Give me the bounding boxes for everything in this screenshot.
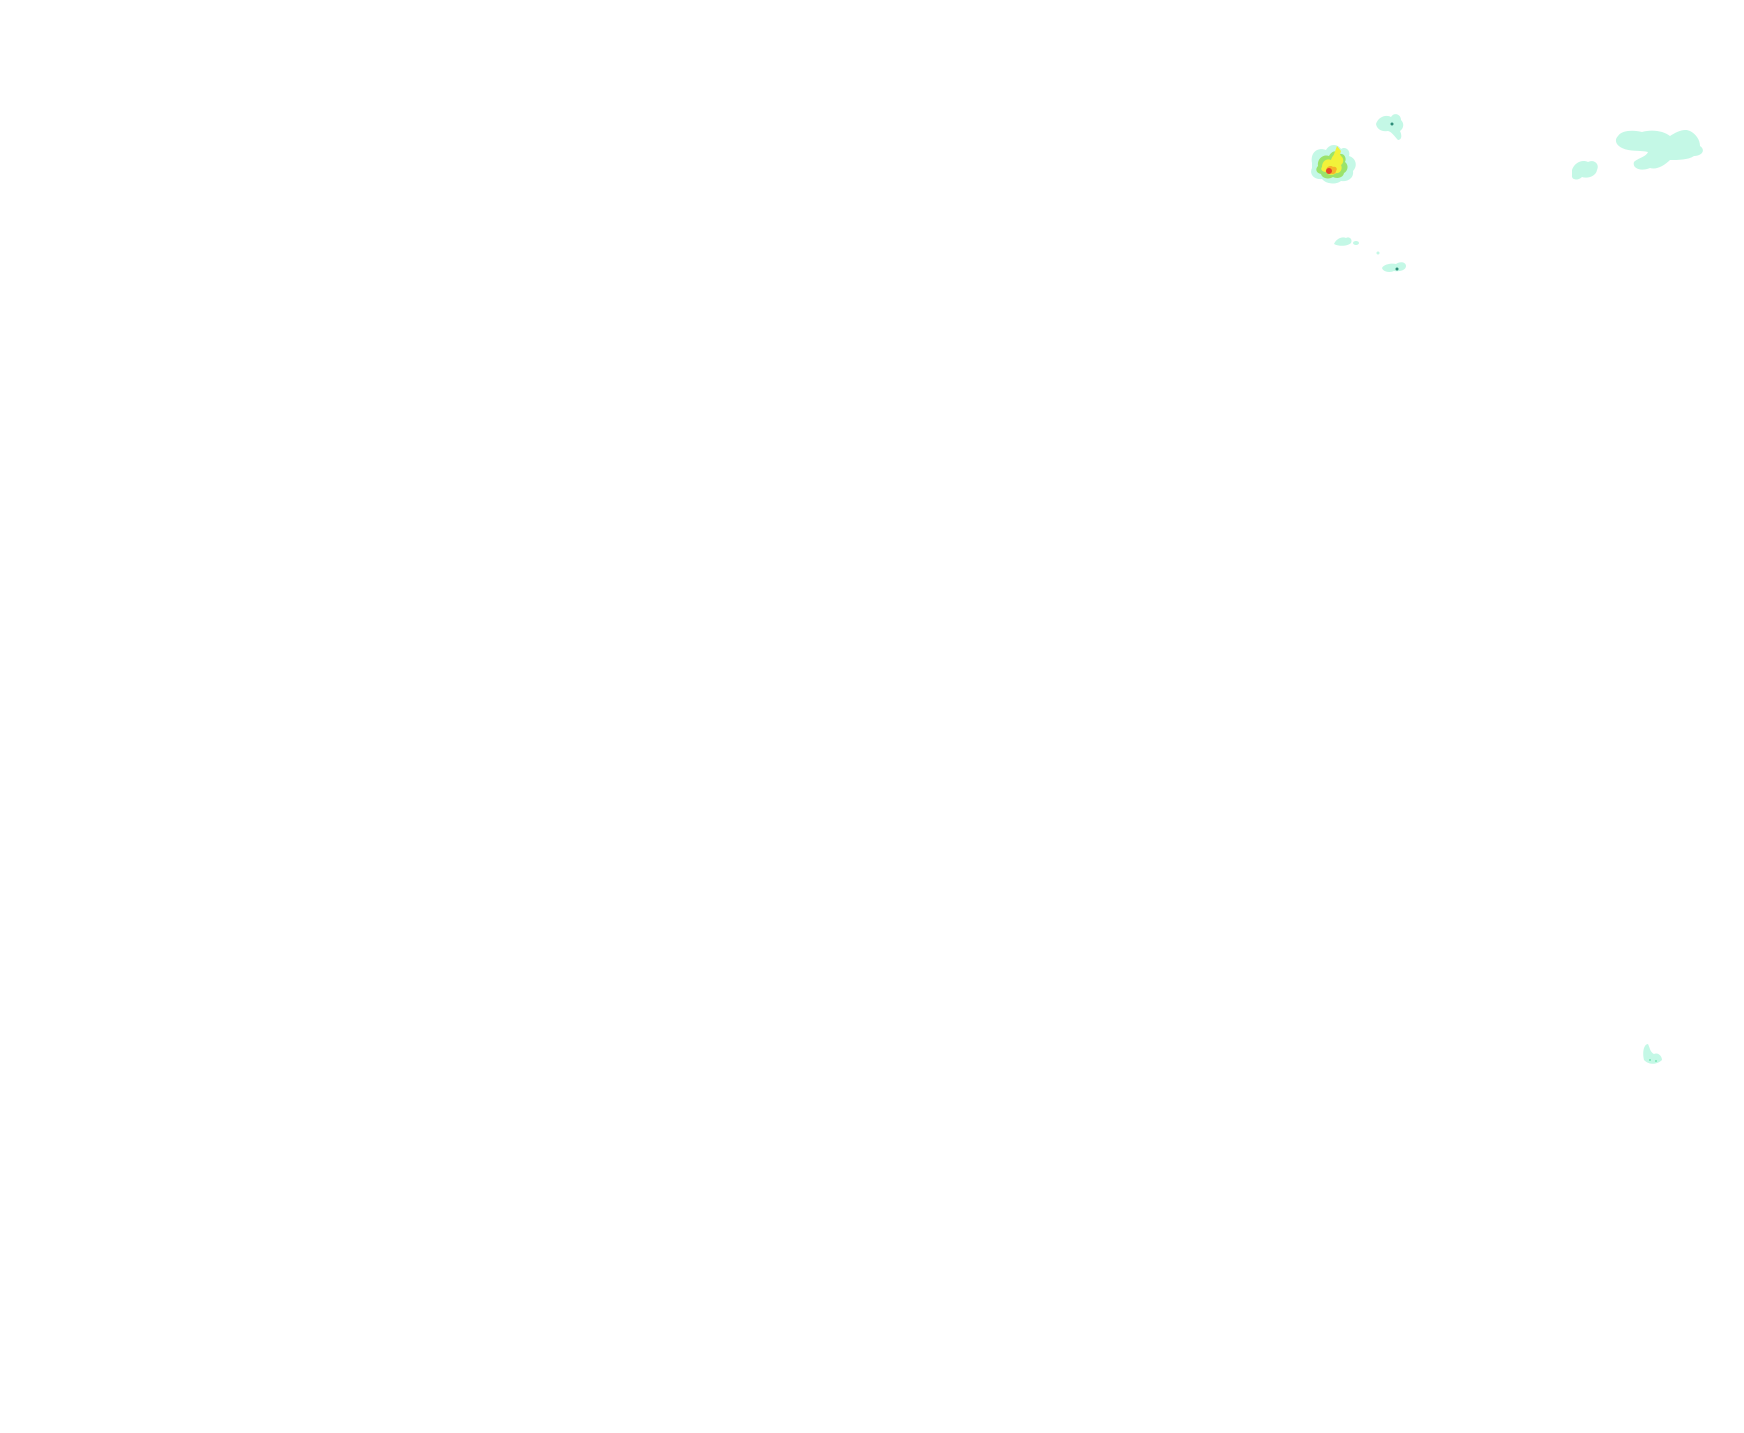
cell-north-dark bbox=[1390, 122, 1394, 126]
cell-north-shape bbox=[1376, 114, 1404, 140]
cell-east-small bbox=[1571, 160, 1598, 180]
cell-east-large bbox=[1615, 129, 1703, 170]
cell-south-west-1 bbox=[1334, 237, 1380, 255]
cell-east-small-shape bbox=[1571, 160, 1598, 180]
cell-far-south-shape bbox=[1643, 1044, 1662, 1064]
cell-far-south bbox=[1643, 1044, 1662, 1064]
cell-south-west-2-dark bbox=[1395, 267, 1399, 271]
cell-south-west-2-shape bbox=[1382, 262, 1406, 272]
cell-strong-west-core bbox=[1326, 168, 1332, 174]
cell-south-west-2 bbox=[1382, 262, 1406, 272]
cell-south-west-1-speck bbox=[1353, 241, 1359, 245]
cell-far-south-dot-2 bbox=[1655, 1060, 1657, 1062]
cell-south-west-1-shape bbox=[1334, 237, 1352, 246]
cell-strong-west bbox=[1311, 145, 1356, 184]
cell-north bbox=[1376, 114, 1404, 140]
cell-east-large-shape bbox=[1615, 129, 1703, 170]
cell-south-west-1-dot bbox=[1376, 251, 1380, 255]
cell-strong-west-spike bbox=[1333, 146, 1341, 158]
cell-far-south-dot-1 bbox=[1649, 1059, 1651, 1061]
